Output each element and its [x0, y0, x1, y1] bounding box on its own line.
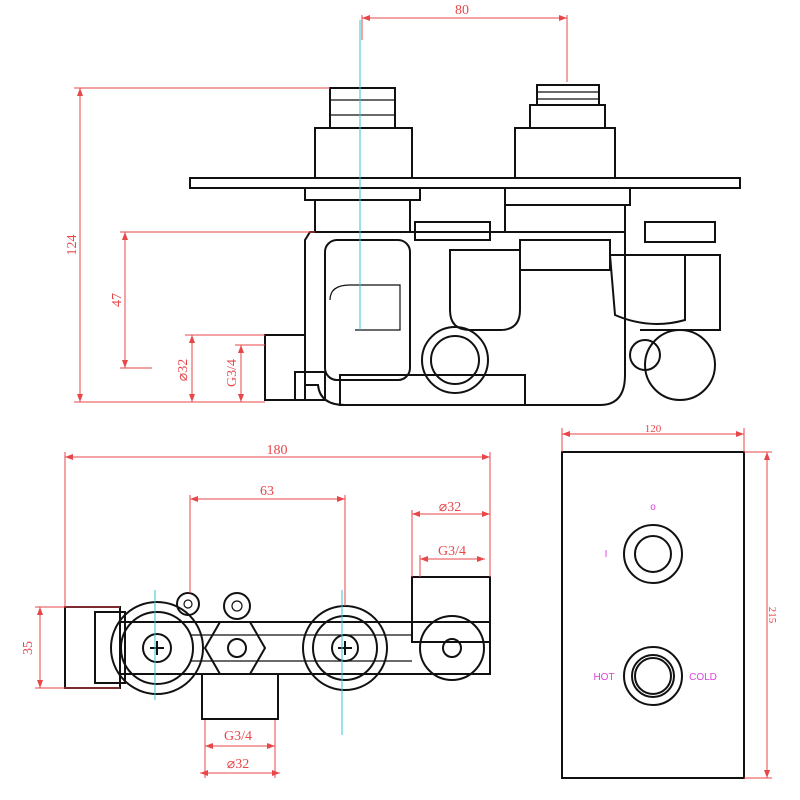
- dim-bottom-thread: G3/4: [224, 729, 252, 744]
- dim-outlet-diameter: ⌀32: [439, 500, 461, 515]
- valve-body: [264, 221, 626, 406]
- dim-80: 80: [455, 3, 469, 18]
- dim-124: 124: [65, 235, 80, 256]
- left-spindle: [304, 87, 421, 233]
- dim-outlet-thread: G3/4: [438, 544, 466, 559]
- label-on: I: [605, 549, 608, 560]
- dim-pipe-diameter: ⌀32: [176, 359, 191, 381]
- dim-35: 35: [21, 641, 36, 655]
- dim-bottom-diameter: ⌀32: [227, 757, 249, 772]
- dim-215: 215: [766, 607, 778, 624]
- faceplate-view: o I HOT COLD 120 215: [561, 423, 778, 779]
- plan-view: 180 63 ⌀32 G3/4 35 G3/4 ⌀32: [21, 443, 491, 778]
- diverter-knob: [623, 524, 683, 584]
- dim-180: 180: [267, 443, 288, 458]
- temperature-knob: [623, 646, 683, 706]
- dim-63: 63: [260, 484, 274, 499]
- label-off: o: [650, 502, 656, 513]
- side-view: 80 124 47 ⌀32 G3/4: [65, 3, 741, 406]
- label-hot: HOT: [593, 672, 614, 683]
- right-spindle: [504, 84, 631, 233]
- dim-120: 120: [645, 423, 662, 435]
- label-cold: COLD: [689, 672, 717, 683]
- dim-thread: G3/4: [225, 359, 240, 387]
- dim-47: 47: [110, 293, 125, 307]
- dimensions: 80 124 47 ⌀32 G3/4: [65, 3, 568, 403]
- right-cartridge: [608, 221, 721, 401]
- wall-plate: [189, 177, 741, 189]
